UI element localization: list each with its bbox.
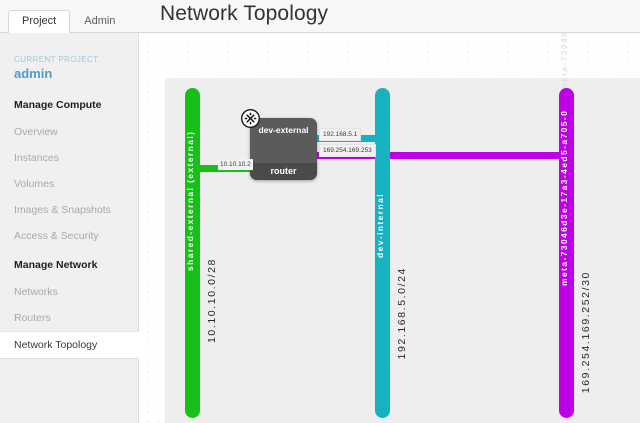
topology-canvas[interactable]: meta-73046d3e-17a3-4ed5-a705-0 shared-ex… xyxy=(140,33,640,423)
primary-tabs: Project Admin xyxy=(8,10,129,33)
interface-ip-meta: 169.254.169.253 xyxy=(319,144,376,157)
top-bar: Project Admin Network Topology xyxy=(0,0,640,33)
sidebar-item-networks[interactable]: Networks xyxy=(14,286,58,298)
sidebar: CURRENT PROJECT admin Manage Compute Ove… xyxy=(0,33,139,423)
page-title: Network Topology xyxy=(160,2,329,25)
sidebar-item-access-and-security[interactable]: Access & Security xyxy=(14,230,99,242)
tab-project[interactable]: Project xyxy=(8,10,71,33)
subnet-label-dev-internal: 192.168.5.0/24 xyxy=(396,267,408,360)
sidebar-item-routers[interactable]: Routers xyxy=(14,312,51,324)
current-project-label: CURRENT PROJECT xyxy=(14,55,99,64)
sidebar-item-volumes[interactable]: Volumes xyxy=(14,178,55,190)
sidebar-item-overview[interactable]: Overview xyxy=(14,126,58,138)
network-bar-meta[interactable] xyxy=(559,88,574,418)
subnet-label-shared-external: 10.10.10.0/28 xyxy=(206,258,218,344)
network-bar-shared-external[interactable] xyxy=(185,88,200,418)
sidebar-heading-manage-compute: Manage Compute xyxy=(14,99,102,111)
sidebar-item-instances[interactable]: Instances xyxy=(14,152,59,164)
subnet-label-meta: 169.254.169.252/30 xyxy=(580,271,592,394)
link-router-to-meta xyxy=(315,152,565,159)
sidebar-nav: Manage Compute Overview Instances Volume… xyxy=(0,89,139,359)
router-icon xyxy=(240,108,261,129)
sidebar-item-network-topology[interactable]: Network Topology xyxy=(0,331,139,359)
router-node[interactable]: dev-external router xyxy=(240,108,317,180)
interface-ip-shared-external: 10.10.10.2 xyxy=(218,159,253,170)
meta-network-ghost-label: meta-73046d3e-17a3-4ed5-a705-0 xyxy=(559,33,569,91)
router-name: dev-external xyxy=(258,125,309,135)
router-type-label: router xyxy=(250,163,317,180)
interface-ip-dev-internal: 192.168.5.1 xyxy=(319,128,362,141)
tab-admin[interactable]: Admin xyxy=(84,15,116,27)
current-project-name: admin xyxy=(14,66,53,81)
network-bar-dev-internal[interactable] xyxy=(375,88,390,418)
sidebar-item-images-and-snapshots[interactable]: Images & Snapshots xyxy=(14,204,111,216)
sidebar-heading-manage-network: Manage Network xyxy=(14,259,98,271)
